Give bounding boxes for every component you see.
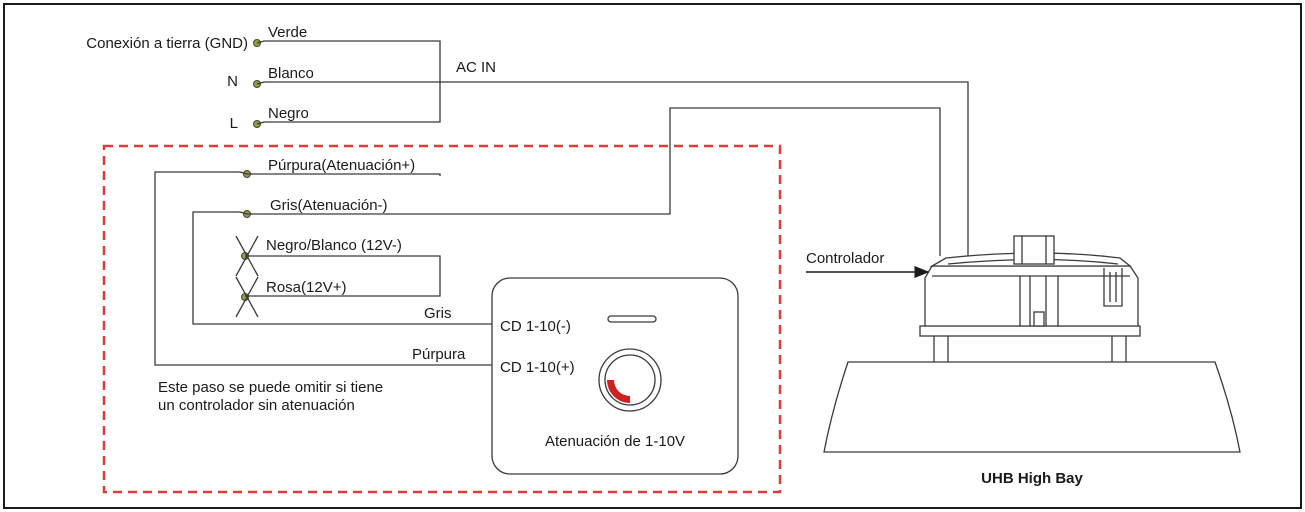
high-bay-fixture: Controlador UHB High Bay bbox=[806, 235, 1241, 487]
neutral-wire-label: Blanco bbox=[268, 65, 314, 82]
neutral-label: N bbox=[227, 73, 238, 90]
line-label: L bbox=[230, 115, 238, 132]
line-wire-label: Negro bbox=[268, 105, 309, 122]
driver-tab bbox=[1033, 311, 1045, 327]
driver-fins bbox=[1019, 276, 1059, 326]
support-posts bbox=[933, 334, 1127, 362]
driver-housing-ribs bbox=[1021, 236, 1047, 264]
driver-central-housing bbox=[1013, 235, 1055, 265]
gray-wire-label: Gris(Atenuación-) bbox=[270, 197, 388, 214]
pink-wire-label: Rosa(12V+) bbox=[266, 279, 346, 296]
purple-run-label: Púrpura bbox=[412, 346, 466, 363]
dimmer-minus-terminal: CD 1-10(-) bbox=[500, 318, 571, 335]
dimmer-level-indicator bbox=[607, 380, 630, 403]
gray-run-wire bbox=[192, 211, 492, 325]
note-line-1: Este paso se puede omitir si tiene bbox=[158, 379, 383, 396]
dim-to-driver-wire bbox=[247, 107, 941, 256]
dimmer-plus-terminal: CD 1-10(+) bbox=[500, 359, 575, 376]
dimmer-caption: Atenuación de 1-10V bbox=[545, 433, 685, 450]
ac-in-label: AC IN bbox=[456, 59, 496, 76]
dimmer-slot bbox=[607, 315, 657, 323]
ground-label: Conexión a tierra (GND) bbox=[86, 35, 248, 52]
fixture-caption: UHB High Bay bbox=[981, 470, 1083, 487]
cable-clamp bbox=[1103, 268, 1123, 307]
cap-loop-wire bbox=[245, 255, 441, 297]
black-white-wire-label: Negro/Blanco (12V-) bbox=[266, 237, 402, 254]
pink-cap-cross bbox=[235, 276, 259, 318]
driver-body bbox=[924, 265, 1139, 327]
purple-wire-top bbox=[247, 173, 441, 176]
dimming-wires: Púrpura(Atenuación+) Gris(Atenuación-) N… bbox=[154, 107, 941, 414]
outer-frame bbox=[3, 3, 1302, 509]
purple-run-wire bbox=[154, 171, 492, 366]
ac-input: Conexión a tierra (GND) N L Verde Blanco… bbox=[86, 24, 969, 256]
gray-run-label: Gris bbox=[424, 305, 452, 322]
driver-base-plate bbox=[919, 325, 1141, 337]
note-line-2: un controlador sin atenuación bbox=[158, 397, 355, 414]
dimmer-switch: CD 1-10(-) CD 1-10(+) Atenuación de 1-10… bbox=[491, 277, 739, 475]
lamp-shade bbox=[823, 361, 1241, 453]
purple-wire-label: Púrpura(Atenuación+) bbox=[268, 157, 415, 174]
ground-wire-label: Verde bbox=[268, 24, 307, 41]
neutral-wire bbox=[256, 81, 969, 256]
cable-clamp-strands bbox=[1109, 272, 1117, 302]
driver-label: Controlador bbox=[806, 250, 884, 267]
optional-dimming-box bbox=[102, 144, 782, 494]
